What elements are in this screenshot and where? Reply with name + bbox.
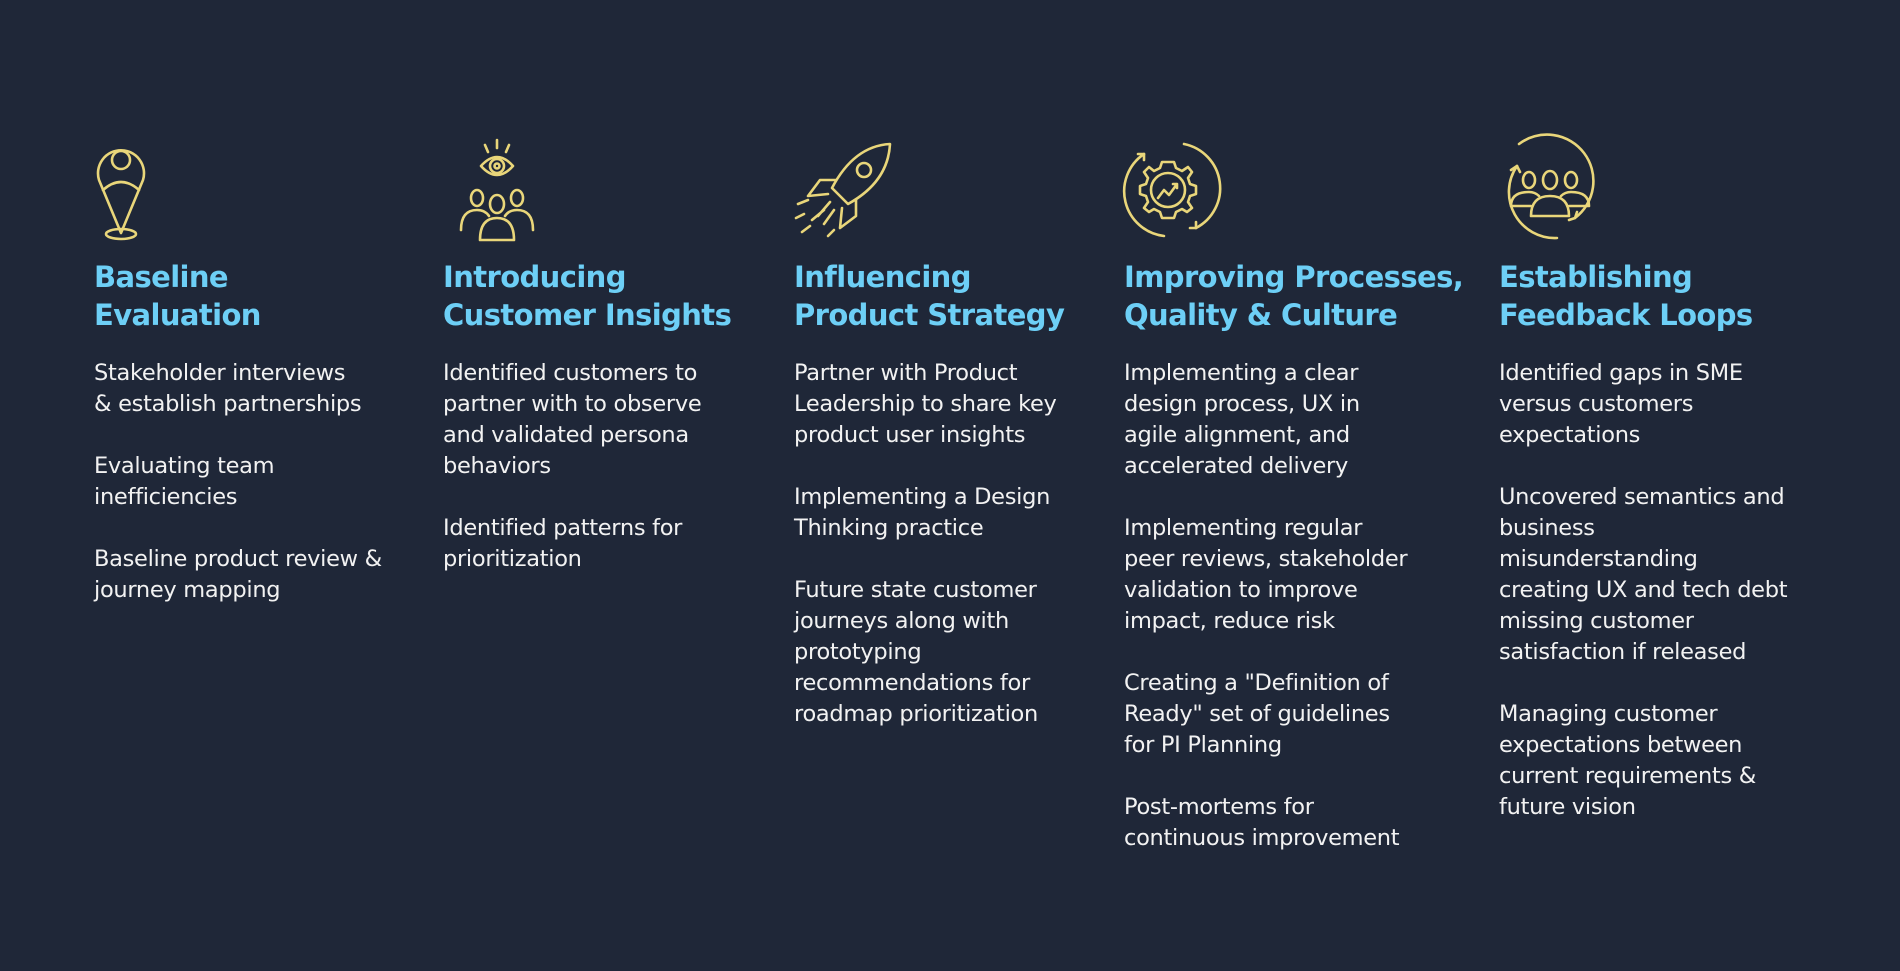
rocket-icon (794, 140, 904, 240)
list-item: Baseline product review & journey mappin… (94, 546, 382, 603)
list-item: Partner with Product Leadership to share… (794, 360, 1057, 448)
list-item: Future state customer journeys along wit… (794, 577, 1038, 727)
gear-cycle-growth-icon (1122, 140, 1234, 240)
list-item: Uncovered semantics and business misunde… (1499, 484, 1788, 665)
column-title: Establishing Feedback Loops (1499, 260, 1753, 332)
list-item: Post-mortems for continuous improvement (1124, 794, 1400, 851)
list-item: Identified customers to partner with to … (443, 360, 702, 479)
list-item: Creating a "Definition of Ready" set of … (1124, 670, 1390, 758)
column-feedback-loops: Establishing Feedback Loops Identified g… (1499, 133, 1859, 854)
eye-group-icon (443, 138, 553, 242)
list-item: Stakeholder interviews & establish partn… (94, 360, 362, 417)
column-product-strategy: Influencing Product Strategy Partner wit… (794, 140, 1154, 761)
list-item: Identified gaps in SME versus customers … (1499, 360, 1743, 448)
list-item: Managing customer expectations between c… (1499, 701, 1756, 820)
column-title: Influencing Product Strategy (794, 260, 1065, 332)
column-customer-insights: Introducing Customer Insights Identified… (443, 138, 803, 606)
column-title: Baseline Evaluation (94, 260, 261, 332)
column-title: Introducing Customer Insights (443, 260, 732, 332)
column-title: Improving Processes, Quality & Culture (1124, 260, 1464, 332)
list-item: Implementing a Design Thinking practice (794, 484, 1051, 541)
column-baseline-evaluation: Baseline Evaluation Stakeholder intervie… (94, 140, 454, 637)
list-item: Implementing regular peer reviews, stake… (1124, 515, 1408, 634)
group-cycle-icon (1499, 133, 1609, 240)
column-processes-quality-culture: Improving Processes, Quality & Culture I… (1122, 140, 1484, 885)
list-item: Evaluating team inefficiencies (94, 453, 275, 510)
list-item: Implementing a clear design process, UX … (1124, 360, 1360, 479)
location-person-pin-icon (94, 140, 204, 241)
list-item: Identified patterns for prioritization (443, 515, 683, 572)
